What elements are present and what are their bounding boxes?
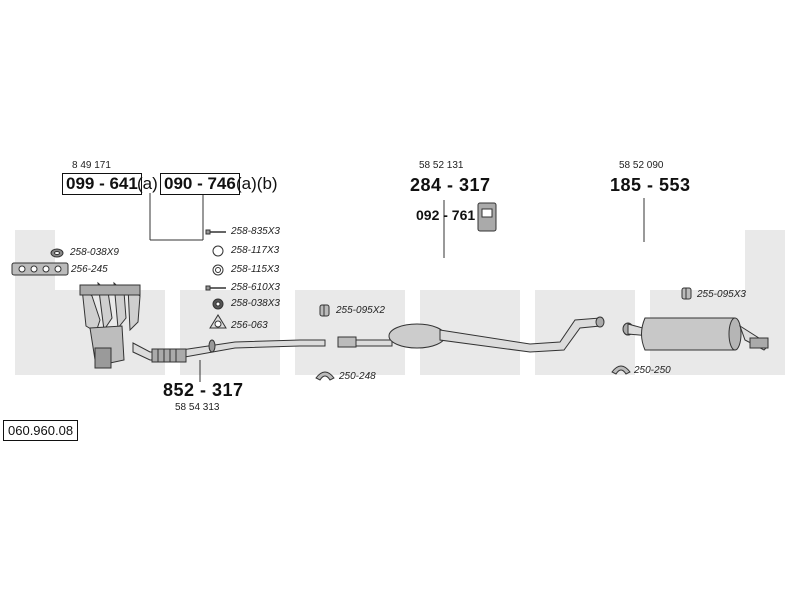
watermark-block-8	[745, 230, 785, 375]
watermark-block-6	[535, 290, 635, 375]
rubber-hanger-icon	[611, 365, 631, 375]
nut-icon	[212, 298, 224, 310]
clamp-icon	[319, 304, 330, 317]
front-part-b-suffix: (a)(b)	[236, 174, 278, 193]
bolt-icon	[205, 229, 226, 235]
accessory-flange-gasket-label[interactable]: 256-063	[231, 320, 268, 331]
center-mount-part-number[interactable]: 092 - 761	[416, 207, 476, 223]
center-silencer-icon	[337, 316, 605, 353]
rear-silencer-icon	[622, 317, 769, 351]
watermark-block-3	[180, 290, 280, 375]
mounting-rubber-icon	[477, 202, 497, 232]
accessory-gasket-label[interactable]: 258-038X9	[70, 247, 119, 258]
accessory-nut-label[interactable]: 258-038X3	[231, 298, 280, 309]
rear-hanger-label[interactable]: 250-250	[634, 365, 671, 376]
front-part-b-number[interactable]: 090 - 746	[160, 173, 240, 195]
rear-clamp-label[interactable]: 255-095X3	[697, 289, 746, 300]
center-part-number[interactable]: 284 - 317	[410, 175, 491, 195]
center-hanger-label[interactable]: 250-248	[339, 371, 376, 382]
rear-part-number[interactable]: 185 - 553	[610, 175, 691, 195]
accessory-bolt-label[interactable]: 258-835X3	[231, 226, 280, 237]
accessory-bolt-label[interactable]: 258-610X3	[231, 282, 280, 293]
flange-gasket-icon	[209, 314, 227, 329]
front-oem-number: 8 49 171	[72, 160, 111, 171]
front-part-a-number[interactable]: 099 - 641	[62, 173, 142, 195]
front-part-a-suffix: (a)	[137, 174, 158, 193]
accessory-ring-label[interactable]: 258-115X3	[231, 264, 280, 275]
rubber-hanger-icon	[315, 371, 335, 381]
watermark-block-1	[15, 230, 55, 375]
gasket-ring-icon	[50, 248, 64, 258]
diagram-reference-number: 060.960.08	[3, 420, 79, 441]
center-clamp-label[interactable]: 255-095X2	[336, 305, 385, 316]
front-pipe-icon	[132, 339, 326, 363]
center-oem-number: 58 52 131	[419, 160, 464, 171]
accessory-ring-label[interactable]: 258-117X3	[231, 245, 280, 256]
rear-oem-number: 58 52 090	[619, 160, 664, 171]
front-pipe-oem-number: 58 54 313	[175, 402, 220, 413]
manifold-catalyst-icon	[79, 281, 141, 369]
clamp-icon	[681, 287, 692, 300]
ring-icon	[212, 245, 224, 257]
front-pipe-part-number[interactable]: 852 - 317	[163, 380, 244, 400]
bolt-icon	[205, 285, 226, 291]
watermark-block-4	[295, 290, 405, 375]
accessory-manifold-gasket-label[interactable]: 256-245	[71, 264, 108, 275]
manifold-gasket-icon	[11, 262, 69, 276]
ring-icon	[212, 264, 224, 276]
